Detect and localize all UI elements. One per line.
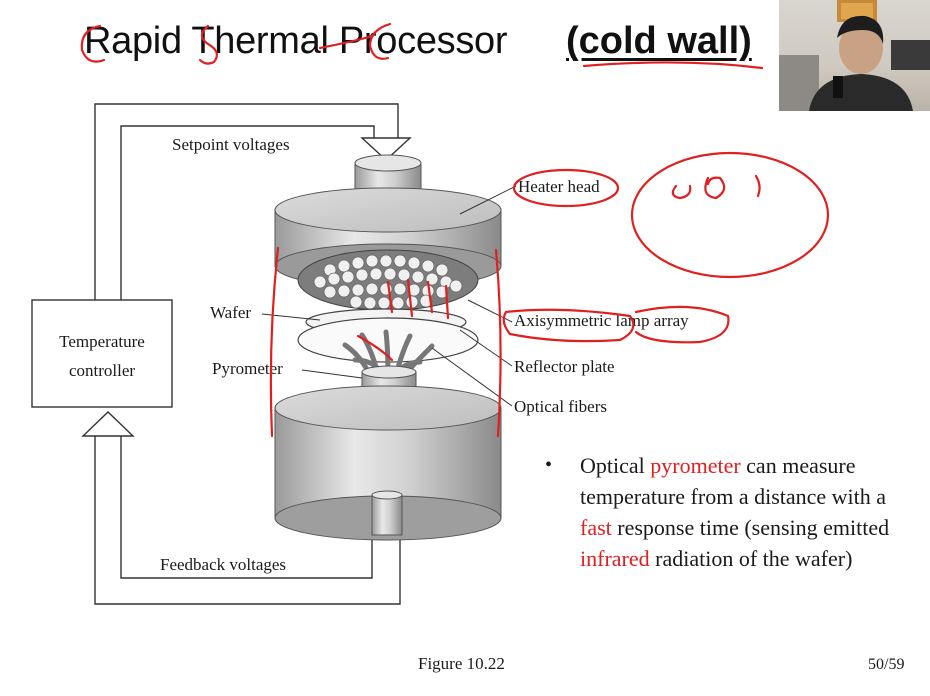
temperature-controller-box (31, 299, 173, 408)
bullet-text-2: can measure temperature from a distance … (580, 453, 887, 509)
bullet-text: Optical pyrometer can measure temperatur… (580, 450, 910, 574)
bullet-dot: • (545, 454, 553, 476)
bullet-text-1: Optical (580, 453, 651, 478)
bottom-chamber-cylinder (274, 385, 502, 541)
wafer-label: Wafer (210, 303, 251, 322)
bullet-text-4: radiation of the wafer) (649, 546, 853, 571)
heater-head-label: Heater head (518, 177, 600, 196)
slide-title-emphasis: (cold wall) (566, 20, 752, 62)
page-number: 50/59 (868, 656, 905, 673)
bottom-pipe (371, 490, 403, 536)
axisymmetric-lamp-array-label: Axisymmetric lamp array (514, 311, 689, 330)
bullet-highlight-infrared: infrared (580, 546, 650, 571)
optical-fibers-label: Optical fibers (514, 397, 607, 416)
figure-caption: Figure 10.22 (418, 654, 505, 673)
temperature-controller-label-1: Temperature (59, 332, 145, 351)
lamp-array (297, 249, 479, 311)
feedback-loop (81, 411, 401, 605)
red-annotations (80, 22, 830, 438)
temperature-controller-label-2: controller (69, 361, 135, 380)
reflector-plate-label: Reflector plate (514, 357, 615, 376)
pyrometer-label: Pyrometer (212, 359, 283, 378)
bullet-highlight-pyrometer: pyrometer (650, 453, 741, 478)
slide-title: Rapid Thermal Processor (84, 20, 508, 62)
presenter-image (779, 0, 930, 111)
setpoint-voltages-label: Setpoint voltages (172, 135, 290, 154)
presenter-webcam (779, 0, 930, 111)
bullet-text-3: response time (sensing emitted (611, 515, 890, 540)
setpoint-loop (94, 103, 412, 300)
bullet-highlight-fast: fast (580, 515, 612, 540)
feedback-voltages-label: Feedback voltages (160, 555, 286, 574)
